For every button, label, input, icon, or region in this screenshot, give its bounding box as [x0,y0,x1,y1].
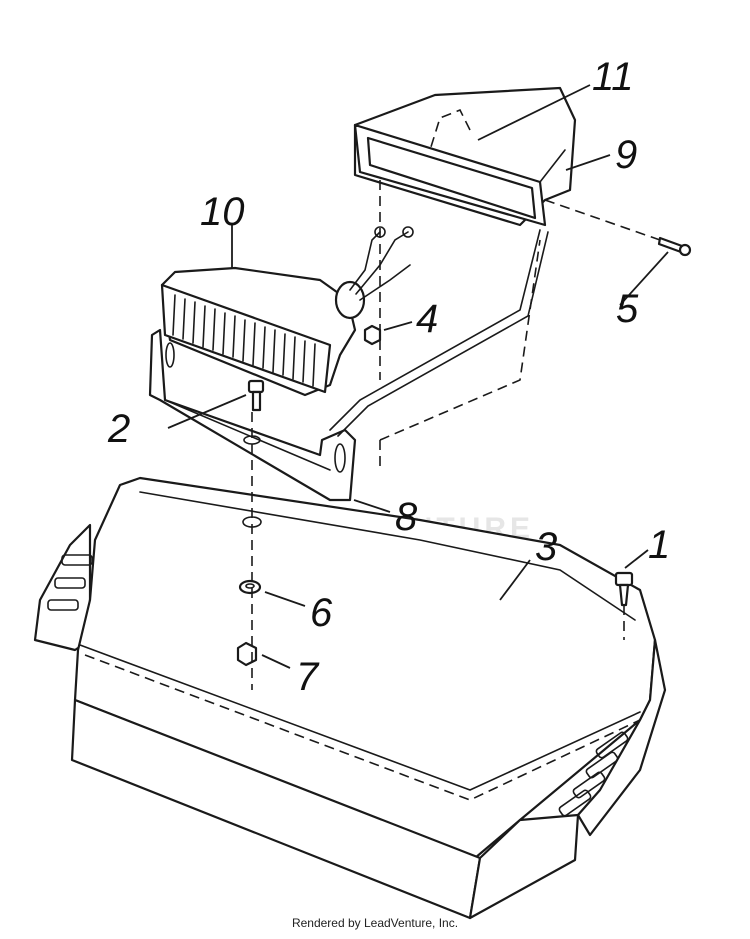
callout-2: 2 [107,407,130,451]
callout-4: 4 [416,297,438,341]
bolt-part-2 [247,379,265,412]
screw-part-5 [657,236,692,257]
callout-7: 7 [296,655,320,699]
hidden-line-housing [379,180,541,441]
footer-credit: Rendered by LeadVenture, Inc. [291,916,459,930]
center-line-screw-5 [544,199,661,241]
headlight-part-10 [160,226,414,397]
hood-base-part-3 [33,476,667,920]
callout-5: 5 [616,287,639,331]
screw-part-1 [614,571,634,607]
front-edge-line [84,654,641,801]
callout-6: 6 [310,591,333,635]
nut-part-7 [236,641,258,667]
callout-10: 10 [200,190,245,234]
wire-path [429,108,471,151]
light-housing-part-9 [353,86,577,227]
callout-11: 11 [592,55,634,99]
nut-part-4 [363,324,382,346]
callout-9: 9 [615,133,637,177]
bracket-part-8 [148,229,549,502]
callout-3: 3 [535,525,557,569]
callout-1: 1 [648,523,670,567]
callout-8: 8 [395,495,418,539]
leader-lines [167,84,669,669]
washer-part-6 [238,579,262,595]
